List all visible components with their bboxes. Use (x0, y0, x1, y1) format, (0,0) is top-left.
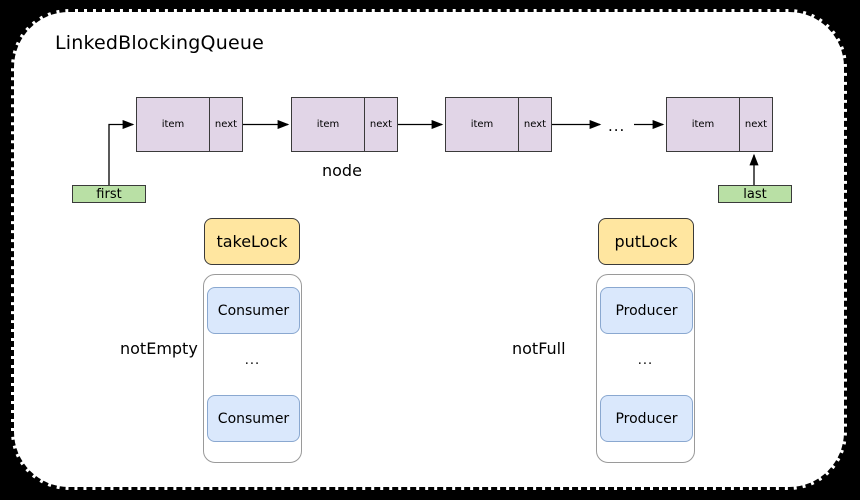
producer-box: Producer (600, 395, 693, 442)
producer-box: Producer (600, 287, 693, 334)
node-next-cell: next (369, 119, 393, 130)
producer-queue-ellipsis: ... (637, 353, 654, 368)
list-node: item next (666, 97, 773, 152)
list-node: item next (445, 97, 552, 152)
not-empty-condition-label: notEmpty (120, 339, 198, 358)
pointer-last: last (718, 185, 792, 203)
pointer-first: first (72, 185, 146, 203)
consumer-box: Consumer (207, 395, 300, 442)
node-caption: node (322, 161, 362, 180)
take-lock-box: takeLock (204, 218, 300, 265)
not-full-condition-label: notFull (512, 339, 566, 358)
producer-wait-queue: Producer ... Producer (596, 274, 695, 463)
page-title: LinkedBlockingQueue (55, 32, 264, 54)
list-node: item next (136, 97, 243, 152)
consumer-wait-queue: Consumer ... Consumer (203, 274, 302, 463)
node-item-cell: item (292, 98, 365, 151)
node-item-cell: item (137, 98, 210, 151)
consumer-box: Consumer (207, 287, 300, 334)
node-next-cell: next (523, 119, 547, 130)
node-next-cell: next (744, 119, 768, 130)
list-node: item next (291, 97, 398, 152)
linkedblockingqueue-frame (11, 9, 847, 490)
consumer-queue-ellipsis: ... (244, 353, 261, 368)
node-item-cell: item (446, 98, 519, 151)
node-chain-ellipsis: ... (608, 117, 626, 135)
node-item-cell: item (667, 98, 740, 151)
node-next-cell: next (214, 119, 238, 130)
put-lock-box: putLock (598, 218, 694, 265)
